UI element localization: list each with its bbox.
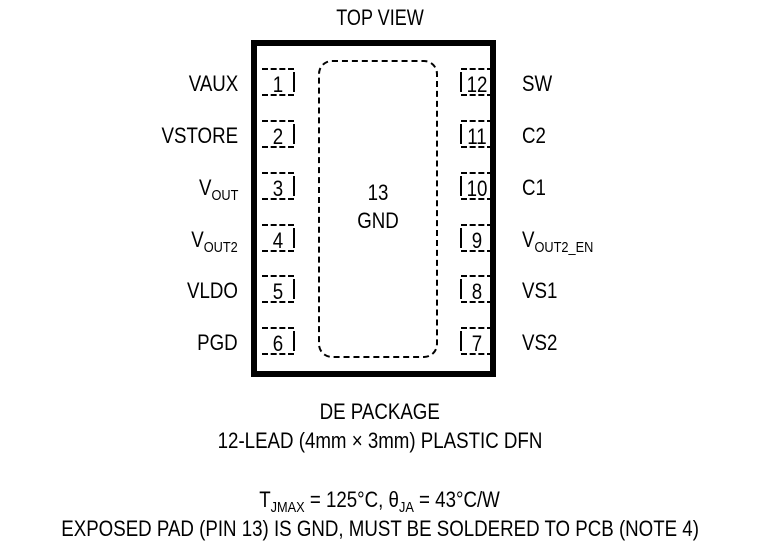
pin-label: VOUT2_EN (522, 227, 594, 256)
pin-number: 4 (272, 228, 284, 253)
pin-label: VOUT2 (191, 227, 238, 256)
pin-label: C1 (522, 175, 546, 200)
package-name: DE PACKAGE (319, 399, 441, 424)
pin-9: 9 (458, 224, 496, 253)
pin-12: 12 (458, 68, 496, 97)
exposed-pad-note: EXPOSED PAD (PIN 13) IS GND, MUST BE SOL… (61, 516, 699, 541)
pin-11: 11 (458, 120, 496, 149)
pin-4: 4 (259, 224, 297, 253)
pin-number: 5 (272, 279, 284, 304)
view-title: TOP VIEW (336, 5, 424, 30)
pin-7: 7 (458, 327, 496, 356)
exposed-pad-number: 13 (367, 180, 389, 205)
pin-number: 9 (471, 228, 483, 253)
pin-label: VS2 (522, 330, 558, 355)
pin-number: 10 (466, 176, 488, 201)
pin-label: VOUT (198, 175, 238, 204)
pin-6: 6 (259, 327, 297, 356)
pin-label: VAUX (188, 71, 238, 96)
pin-number: 7 (471, 331, 483, 356)
pin-2: 2 (259, 120, 297, 149)
pin-3: 3 (259, 172, 297, 201)
pin-label: PGD (197, 330, 238, 355)
pin-label: C2 (522, 123, 546, 148)
exposed-pad-name: GND (357, 208, 399, 233)
pin-5: 5 (259, 275, 297, 304)
pin-number: 3 (272, 176, 284, 201)
pin-label: VS1 (522, 278, 558, 303)
pin-1: 1 (259, 68, 297, 97)
pin-number: 8 (471, 279, 483, 304)
pin-number: 6 (272, 331, 284, 356)
pin-8: 8 (458, 275, 496, 304)
package-outline (251, 40, 496, 377)
pin-10: 10 (458, 172, 496, 201)
pin-number: 1 (272, 72, 284, 97)
pin-label: VSTORE (161, 123, 238, 148)
pin-label: SW (522, 71, 553, 96)
pin-number: 11 (467, 124, 487, 149)
pin-number: 12 (466, 72, 488, 97)
pin-number: 2 (272, 124, 284, 149)
pin-label: VLDO (187, 278, 238, 303)
package-description: 12-LEAD (4mm × 3mm) PLASTIC DFN (217, 428, 543, 453)
exposed-pad (318, 60, 438, 358)
thermal-spec: TJMAX = 125°C, θJA = 43°C/W (259, 487, 501, 516)
